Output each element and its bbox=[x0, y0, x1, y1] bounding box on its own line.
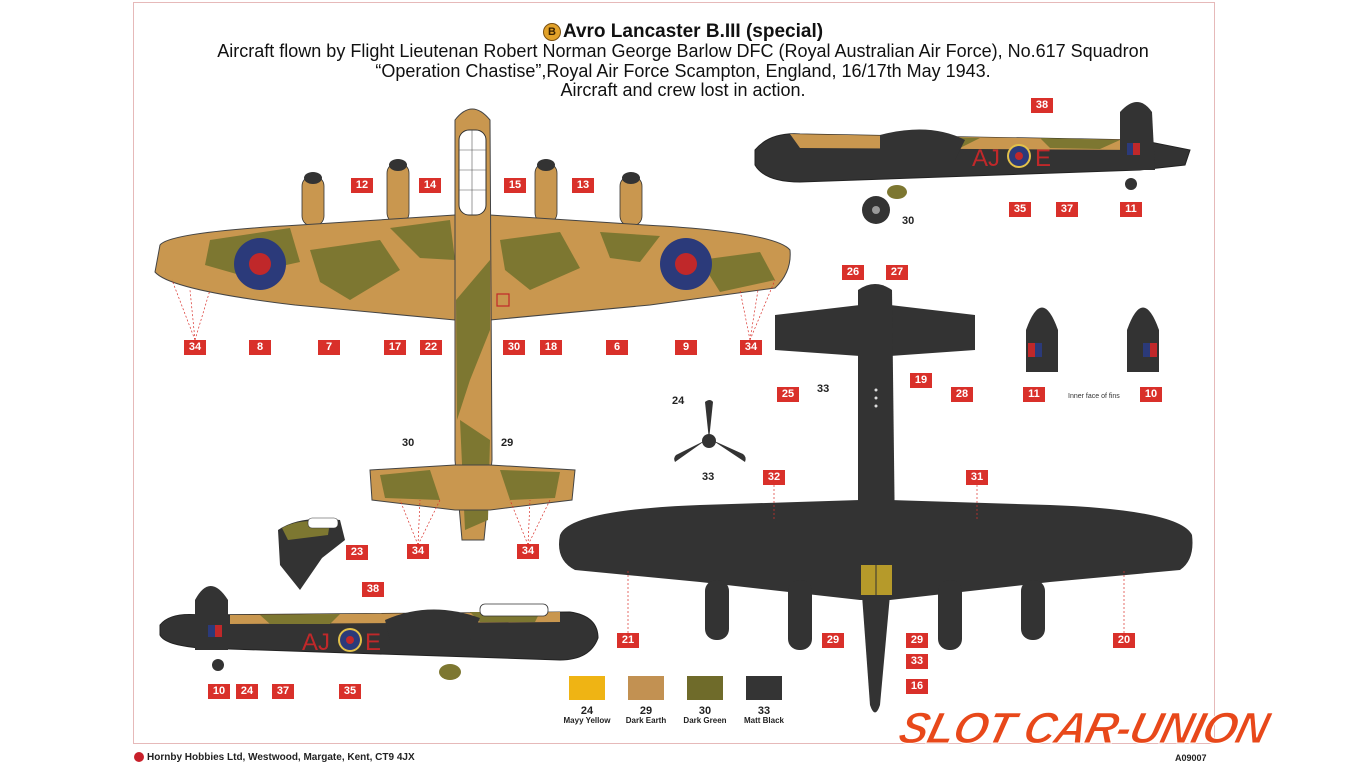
callout-11: 11 bbox=[1023, 387, 1045, 402]
swatch-number: 29 bbox=[639, 705, 653, 717]
callout-17: 17 bbox=[384, 340, 406, 355]
kit-code: A09007 bbox=[1175, 753, 1207, 763]
hornby-logo-icon bbox=[134, 752, 144, 762]
swatch-dark-earth bbox=[628, 676, 664, 700]
svg-text:AJ: AJ bbox=[972, 145, 1000, 172]
callout-6: 6 bbox=[606, 340, 628, 355]
callout-29: 29 bbox=[822, 633, 844, 648]
watermark-logo: SLOT CAR-UNION bbox=[894, 704, 1275, 754]
callout-10: 10 bbox=[1140, 387, 1162, 402]
top-view-aircraft bbox=[154, 108, 791, 541]
swatch-number: 30 bbox=[698, 705, 712, 717]
callout-24: 24 bbox=[236, 684, 258, 699]
swatch-dark-green bbox=[687, 676, 723, 700]
callout-34: 34 bbox=[517, 544, 539, 559]
callout-27: 27 bbox=[886, 265, 908, 280]
swatch-name: Dark Earth bbox=[625, 716, 667, 725]
side-view-left-aircraft: AJ E bbox=[159, 586, 599, 680]
scheme-badge: B bbox=[542, 23, 561, 41]
callout-7: 7 bbox=[318, 340, 340, 355]
swatch-number: 24 bbox=[580, 705, 594, 717]
callout-22: 22 bbox=[420, 340, 442, 355]
callout-11: 11 bbox=[1120, 202, 1142, 217]
callout-35: 35 bbox=[1009, 202, 1031, 217]
callout-31: 31 bbox=[966, 470, 988, 485]
callout-34: 34 bbox=[407, 544, 429, 559]
callout-35: 35 bbox=[339, 684, 361, 699]
swatch-name: Mayy Yellow bbox=[563, 716, 611, 725]
svg-text:AJ: AJ bbox=[302, 629, 330, 656]
callout-10: 10 bbox=[208, 684, 230, 699]
swatch-number: 33 bbox=[757, 705, 771, 717]
callout-25: 25 bbox=[777, 387, 799, 402]
callout-13: 13 bbox=[572, 178, 594, 193]
callout-14: 14 bbox=[419, 178, 441, 193]
callout-29: 29 bbox=[906, 633, 928, 648]
svg-text:E: E bbox=[365, 629, 381, 656]
subtitle-line-3: Aircraft and crew lost in action. bbox=[560, 80, 806, 100]
paint-label-30: 30 bbox=[402, 437, 415, 449]
inner-face-note: Inner face of fins bbox=[1068, 393, 1120, 400]
swatch-name: Matt Black bbox=[743, 716, 784, 725]
fin-details bbox=[1026, 307, 1159, 372]
swatch-matt-black bbox=[746, 676, 782, 700]
callout-21: 21 bbox=[617, 633, 639, 648]
callout-12: 12 bbox=[351, 178, 373, 193]
callout-30: 30 bbox=[503, 340, 525, 355]
svg-text:E: E bbox=[1035, 145, 1051, 172]
paint-label-33: 33 bbox=[702, 471, 715, 483]
callout-32: 32 bbox=[763, 470, 785, 485]
callout-28: 28 bbox=[951, 387, 973, 402]
callout-34: 34 bbox=[740, 340, 762, 355]
title-text: Avro Lancaster B.III (special) bbox=[562, 21, 824, 42]
callout-37: 37 bbox=[1056, 202, 1078, 217]
paint-label-29: 29 bbox=[501, 437, 514, 449]
paint-label-30: 30 bbox=[902, 215, 915, 227]
callout-38: 38 bbox=[1031, 98, 1053, 113]
subtitle-line-1: Aircraft flown by Flight Lieutenan Rober… bbox=[217, 41, 1149, 61]
callout-23: 23 bbox=[346, 545, 368, 560]
propeller-detail bbox=[674, 400, 746, 462]
subtitle-line-2: “Operation Chastise”,Royal Air Force Sca… bbox=[375, 61, 991, 81]
callout-38: 38 bbox=[362, 582, 384, 597]
underside-view-aircraft bbox=[559, 284, 1193, 713]
callout-18: 18 bbox=[540, 340, 562, 355]
callout-15: 15 bbox=[504, 178, 526, 193]
nose-detail bbox=[278, 517, 345, 590]
publisher-address: Hornby Hobbies Ltd, Westwood, Margate, K… bbox=[147, 752, 415, 763]
callout-34: 34 bbox=[184, 340, 206, 355]
callout-33: 33 bbox=[906, 654, 928, 669]
callout-9: 9 bbox=[675, 340, 697, 355]
callout-26: 26 bbox=[842, 265, 864, 280]
callout-20: 20 bbox=[1113, 633, 1135, 648]
callout-37: 37 bbox=[272, 684, 294, 699]
swatch-mayy-yellow bbox=[569, 676, 605, 700]
paint-label-24: 24 bbox=[672, 395, 685, 407]
callout-8: 8 bbox=[249, 340, 271, 355]
side-view-right-aircraft: AJ E bbox=[754, 102, 1191, 224]
paint-label-33: 33 bbox=[817, 383, 830, 395]
callout-16: 16 bbox=[906, 679, 928, 694]
swatch-name: Dark Green bbox=[683, 716, 727, 725]
callout-19: 19 bbox=[910, 373, 932, 388]
